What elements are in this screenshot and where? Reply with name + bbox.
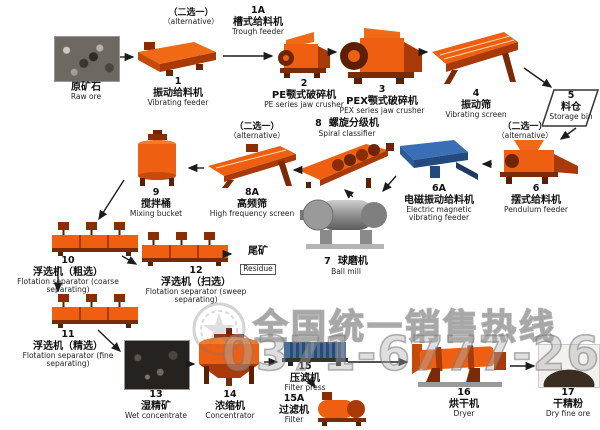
dryer-icon <box>410 334 508 388</box>
flotation-fine-icon <box>50 294 140 328</box>
label-filter-press: 15 压滤机 Filter press <box>284 361 326 392</box>
label-high-frequency-screen: 8A 高频筛 High frequency screen <box>209 187 295 218</box>
pe-jaw-crusher-icon <box>276 30 332 78</box>
vibrating-feeder-icon <box>136 40 220 76</box>
label-ball-mill: 7 球磨机 Ball mill <box>324 256 368 276</box>
label-dryer: 16 烘干机 Dryer <box>449 387 479 418</box>
label-flotation-sweep: 12 浮选机（扫选） Flotation separator (sweep se… <box>145 265 247 305</box>
node-name-zh: 原矿石 <box>71 82 101 93</box>
watermark-phone-number: 0371-6777-2626 <box>221 326 600 383</box>
storage-bin-icon <box>542 88 600 128</box>
label-pe-jaw-crusher: 2 PE颚式破碎机 PE series jaw crusher <box>264 78 344 109</box>
flotation-sweep-icon <box>138 232 232 266</box>
label-pendulum-feeder: 6 摆式给料机 Pendulum feeder <box>504 183 568 214</box>
electric-vibrating-feeder-icon <box>396 136 482 184</box>
label-trough-feeder: 1A 槽式给料机 Trough feeder <box>232 5 284 36</box>
label-flotation-coarse: 10 浮选机（粗选） Flotation separator (coarse s… <box>17 255 119 295</box>
label-pex-jaw-crusher: 3 PEX颚式破碎机 PEX series jaw crusher <box>339 84 425 115</box>
watermark-logo-icon <box>192 302 246 356</box>
watermark-hotline-text: 全国统一销售热线 <box>252 307 558 349</box>
label-dry-fine-ore: 17 干精粉 Dry fine ore <box>545 387 591 418</box>
alternative-note-feeders: （二选一） （alternative） <box>163 8 219 27</box>
wet-concentrate-photo <box>124 340 190 390</box>
label-mixing-bucket: 9 搅拌桶 Mixing bucket <box>129 187 183 218</box>
flotation-coarse-icon <box>50 222 140 256</box>
filter-press-icon <box>282 336 348 366</box>
concentrator-icon <box>196 328 262 390</box>
label-wet-concentrate: 13 湿精矿 Wet concentrate <box>124 389 188 420</box>
mixing-bucket-icon <box>126 128 186 186</box>
label-storage-bin: 5 料仓 Storage bin <box>549 90 593 121</box>
high-frequency-screen-icon <box>206 142 300 188</box>
label-raw-ore: 原矿石 Raw ore <box>52 82 120 102</box>
pendulum-feeder-icon <box>488 138 582 184</box>
spiral-classifier-icon <box>296 138 396 188</box>
label-electric-vibrating-feeder: 6A 电磁振动给料机 Electric magnetic vibrating f… <box>404 183 474 223</box>
label-filter: 15A 过滤机 Filter <box>279 393 309 424</box>
alternative-note-classifier: （二选一） （alternative） <box>229 122 285 141</box>
vibrating-screen-icon <box>428 30 524 88</box>
ball-mill-icon <box>298 188 392 250</box>
alternative-note-pendulum: （二选一） （alternative） <box>497 122 553 141</box>
label-residue: 尾矿 Residue <box>234 246 282 275</box>
label-vibrating-feeder: 1 振动给料机 Vibrating feeder <box>147 76 209 107</box>
label-vibrating-screen: 4 振动筛 Vibrating screen <box>445 88 507 119</box>
pex-jaw-crusher-icon <box>338 26 424 84</box>
label-spiral-classifier: 8 螺旋分级机 Spiral classifier <box>315 118 379 138</box>
dry-fine-ore-photo <box>538 344 600 388</box>
raw-ore-photo <box>54 36 120 82</box>
node-name-en: Raw ore <box>70 92 102 102</box>
label-flotation-fine: 11 浮选机（精选） Flotation separator (fine sep… <box>22 329 114 369</box>
filter-icon <box>316 390 368 426</box>
label-concentrator: 14 浓缩机 Concentrator <box>205 389 255 420</box>
